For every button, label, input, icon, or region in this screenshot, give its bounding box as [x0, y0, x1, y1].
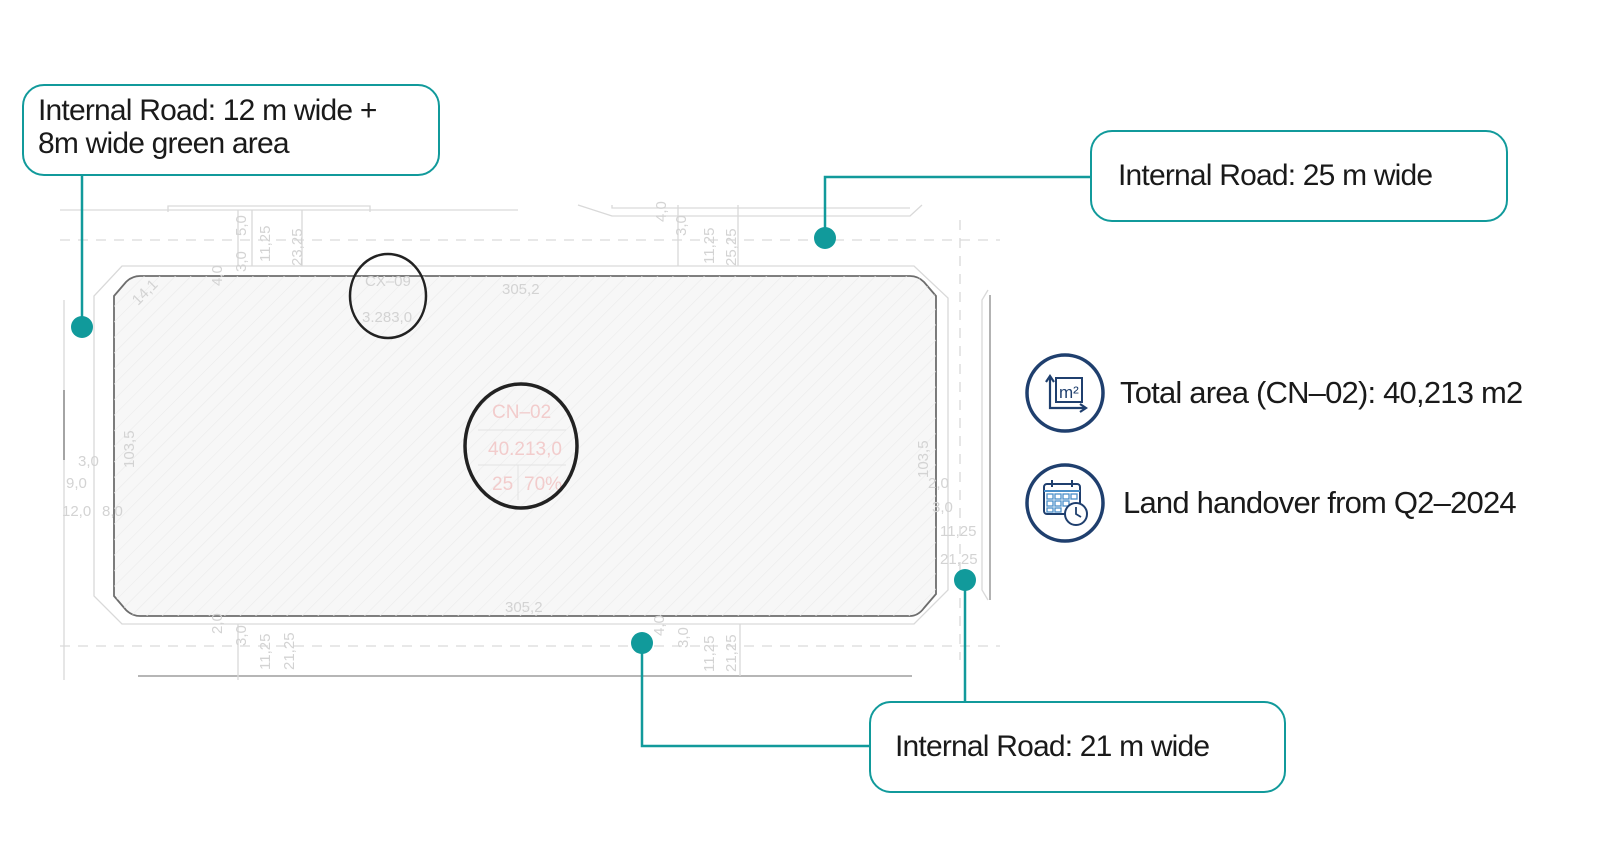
plot-main-code: CN–02: [492, 402, 551, 423]
land-handover-text: Land handover from Q2–2024: [1123, 485, 1517, 520]
svg-text:11,25: 11,25: [701, 636, 718, 672]
road-network-lines: [60, 204, 1000, 680]
plot-main-highlight-circle: [463, 382, 579, 510]
plot-small-area: 3.283,0: [362, 309, 412, 326]
callout-internal-road-bottom: Internal Road: 21 m wide: [869, 701, 1286, 793]
callout-leader-lines: [80, 175, 1090, 748]
svg-text:4,0: 4,0: [653, 201, 670, 222]
svg-text:4,0: 4,0: [651, 615, 668, 636]
svg-text:12,0: 12,0: [62, 503, 91, 520]
svg-text:9,0: 9,0: [66, 475, 87, 492]
svg-text:3,0: 3,0: [78, 453, 99, 470]
info-total-area: m² Total area (CN–02): 40,213 m2: [1024, 352, 1523, 434]
total-area-text: Total area (CN–02): 40,213 m2: [1120, 375, 1523, 410]
callout-left-line1: Internal Road: 12 m wide +: [38, 94, 377, 127]
callout-bottom-text: Internal Road: 21 m wide: [895, 730, 1210, 763]
right-edge-length: 103,5: [915, 440, 932, 478]
anchor-dot-bottom-right: [954, 569, 976, 591]
callout-anchor-dots: [71, 227, 976, 654]
bottom-edge-length: 305,2: [505, 599, 543, 616]
top-center-dimensions: 4,0 3,0 11,25 25,25: [653, 201, 740, 266]
svg-text:4,0: 4,0: [209, 265, 226, 286]
top-edge-length: 305,2: [502, 281, 540, 298]
top-left-dimensions: 4,0 3,0 5,0 11,25 23,25: [209, 215, 306, 286]
svg-text:3,0: 3,0: [932, 499, 953, 516]
svg-text:11,25: 11,25: [701, 228, 718, 264]
svg-text:25,25: 25,25: [723, 228, 740, 266]
plot-main-ratio: 25: [492, 474, 513, 495]
svg-text:3,0: 3,0: [233, 625, 250, 646]
svg-text:11,25: 11,25: [257, 226, 274, 262]
callout-internal-road-top: Internal Road: 25 m wide: [1090, 130, 1508, 222]
callout-internal-road-left: Internal Road: 12 m wide + 8m wide green…: [22, 84, 440, 176]
plot-small-label-group: CX–09 3.283,0: [362, 273, 412, 326]
bottom-left-dimensions: 2,0 3,0 11,25 21,25: [209, 613, 298, 670]
plot-main-label-group: CN–02 40.213,0 25 70%: [478, 402, 566, 500]
right-dimensions: 2,0 3,0 11,25 21,25: [928, 475, 978, 568]
bottom-center-dimensions: 4,0 3,0 11,25 21,25: [651, 615, 740, 672]
svg-text:5,0: 5,0: [233, 215, 250, 236]
callout-left-line2: 8m wide green area: [38, 127, 290, 160]
svg-text:21,25: 21,25: [940, 551, 978, 568]
plot-small-highlight-circle: [348, 252, 428, 340]
anchor-dot-top: [814, 227, 836, 249]
svg-text:21,25: 21,25: [723, 634, 740, 672]
svg-text:3,0: 3,0: [675, 627, 692, 648]
svg-text:11,25: 11,25: [257, 634, 274, 670]
svg-text:8,0: 8,0: [102, 503, 123, 520]
left-edge-length: 103,5: [121, 430, 138, 468]
svg-text:3,0: 3,0: [233, 251, 250, 272]
plot-hatch: [114, 276, 936, 616]
anchor-dot-bottom-left: [631, 632, 653, 654]
calendar-clock-icon: [1025, 463, 1105, 543]
leader-line-bottom-left: [640, 643, 869, 748]
leader-line-top: [823, 175, 1090, 238]
svg-text:21,25: 21,25: [281, 632, 298, 670]
svg-text:2,0: 2,0: [928, 475, 949, 492]
area-m2-icon: m²: [1025, 353, 1105, 433]
plot-main-coverage: 70%: [524, 474, 562, 495]
svg-text:3,0: 3,0: [673, 215, 690, 236]
svg-text:23,25: 23,25: [289, 228, 306, 266]
anchor-dot-left: [71, 316, 93, 338]
info-land-handover: Land handover from Q2–2024: [1024, 462, 1517, 544]
svg-text:11,25: 11,25: [940, 523, 976, 540]
svg-text:m²: m²: [1059, 383, 1079, 402]
callout-top-text: Internal Road: 25 m wide: [1118, 159, 1433, 192]
left-dimensions: 3,0 9,0 12,0 8,0: [62, 453, 123, 520]
plot-small-code: CX–09: [365, 273, 411, 290]
plot-main-area: 40.213,0: [488, 439, 562, 460]
svg-text:2,0: 2,0: [209, 613, 226, 634]
